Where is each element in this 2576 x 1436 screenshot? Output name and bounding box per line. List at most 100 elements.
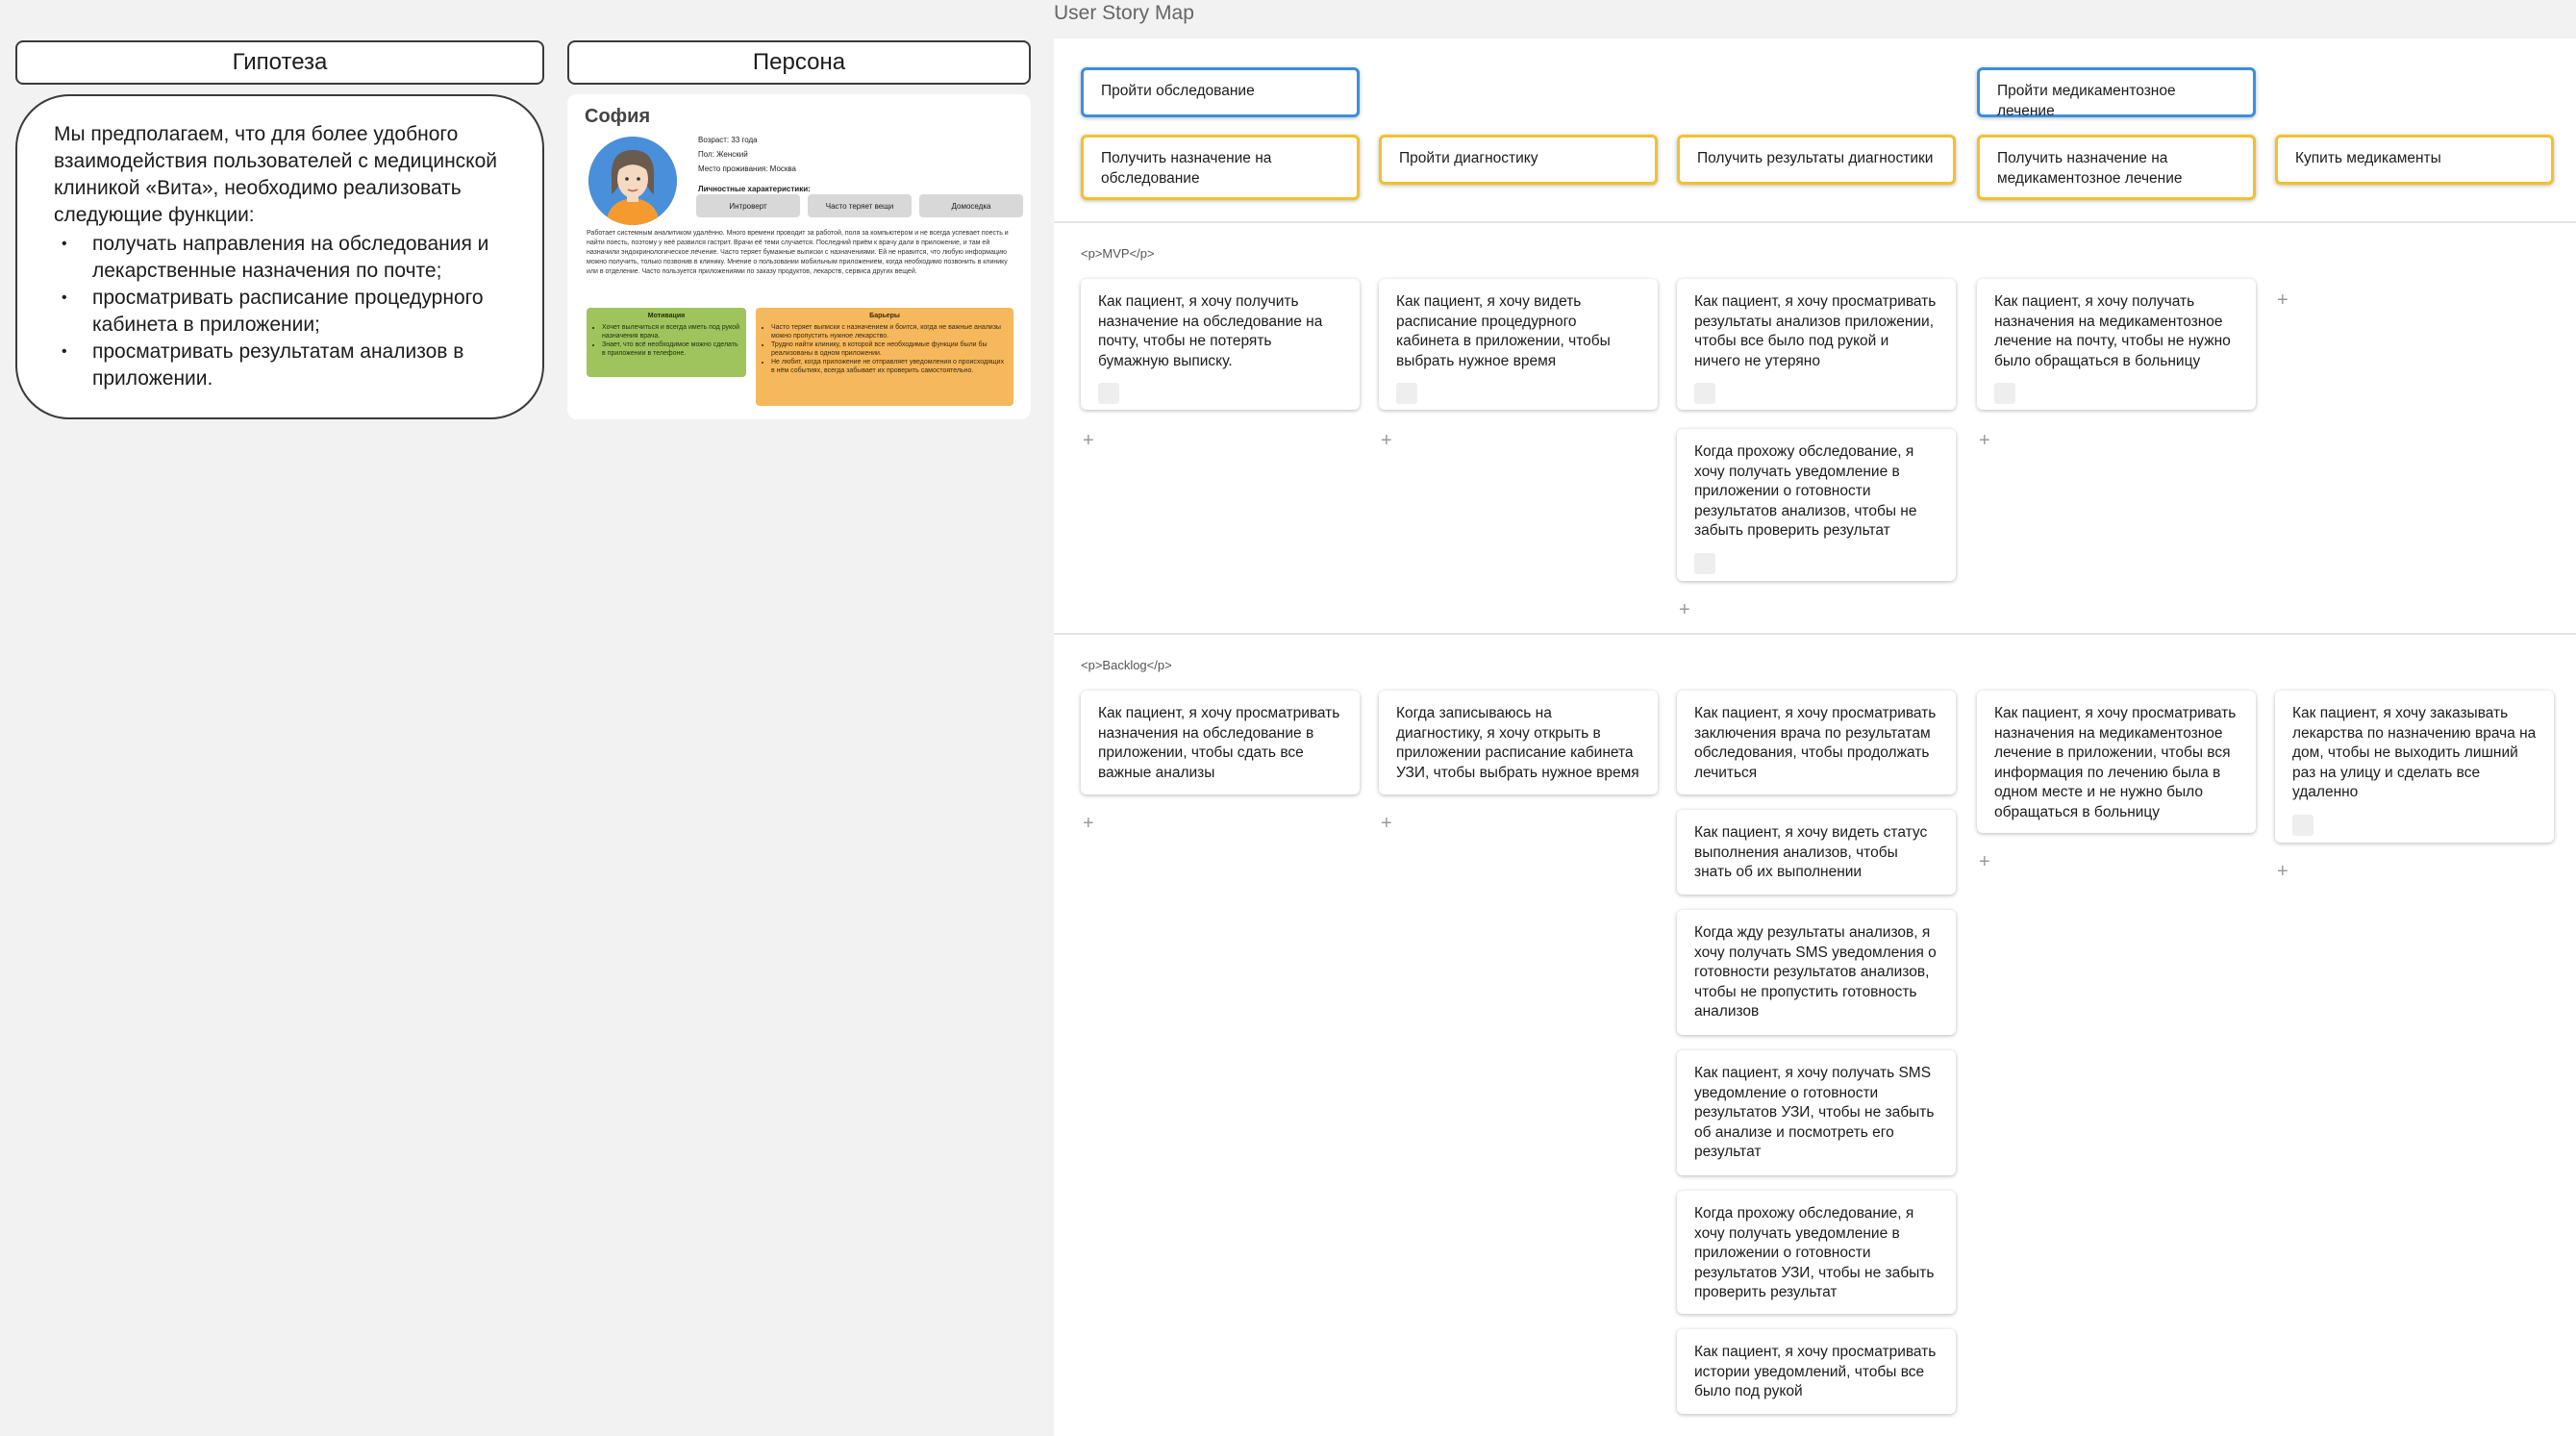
step-card[interactable]: Пройти диагностику: [1379, 135, 1658, 185]
step-card[interactable]: Получить результаты диагностики: [1677, 135, 1956, 185]
hypothesis-header[interactable]: Гипотеза: [15, 40, 544, 85]
story-map-canvas[interactable]: Пройти обследование Пройти медикаментозн…: [1054, 38, 2576, 1436]
hypothesis-list: получать направления на обследования и л…: [54, 231, 510, 392]
story-card[interactable]: Когда прохожу обследование, я хочу получ…: [1677, 1191, 1956, 1314]
persona-header[interactable]: Персона: [567, 40, 1031, 85]
step-card[interactable]: Купить медикаменты: [2275, 135, 2554, 185]
story-card[interactable]: Когда прохожу обследование, я хочу получ…: [1677, 429, 1956, 581]
add-story-button[interactable]: +: [1083, 430, 1094, 451]
story-text: Как пациент, я хочу видеть статус выполн…: [1694, 824, 1928, 880]
persona-bio: Работает системным аналитиком удалённо. …: [587, 230, 1009, 275]
story-map-title: User Story Map: [1054, 2, 1194, 24]
mvp-label: <p>MVP</p>: [1081, 246, 1155, 261]
story-card[interactable]: Когда записываюсь на диагностику, я хочу…: [1379, 691, 1658, 794]
story-text: Как пациент, я хочу видеть расписание пр…: [1396, 293, 1611, 369]
story-text: Как пациент, я хочу просматривать истори…: [1694, 1344, 1937, 1399]
motivation-list: Хочет вылечиться и всегда иметь под руко…: [592, 323, 740, 358]
story-text: Когда записываюсь на диагностику, я хочу…: [1396, 705, 1639, 781]
story-card[interactable]: Как пациент, я хочу получать назначения …: [1977, 279, 2256, 410]
activity-card[interactable]: Пройти медикаментозное лечение: [1977, 67, 2256, 119]
persona-card[interactable]: София Возраст: 33 года Пол: Женский Мест…: [567, 94, 1031, 419]
story-text: Как пациент, я хочу просматривать назнач…: [1098, 705, 1340, 781]
add-story-button[interactable]: +: [1979, 430, 1990, 451]
story-placeholder: [1396, 383, 1417, 404]
story-text: Когда прохожу обследование, я хочу получ…: [1694, 1205, 1935, 1300]
hypothesis-item: просматривать результатам анализов в при…: [54, 339, 510, 392]
hypothesis-card[interactable]: Мы предполагаем, что для более удобного …: [15, 94, 544, 419]
story-card[interactable]: Как пациент, я хочу получать SMS уведомл…: [1677, 1050, 1956, 1175]
story-text: Как пациент, я хочу получать SMS уведомл…: [1694, 1065, 1935, 1160]
step-card[interactable]: Получить назначение на медикаментозное л…: [1977, 135, 2256, 200]
story-text: Когда жду результаты анализов, я хочу по…: [1694, 924, 1937, 1020]
add-story-button[interactable]: +: [1083, 813, 1094, 834]
activity-label: Пройти обследование: [1101, 83, 1255, 99]
add-story-button[interactable]: +: [1979, 851, 1990, 872]
story-text: Как пациент, я хочу получить назначение …: [1098, 293, 1323, 369]
backlog-label: <p>Backlog</p>: [1081, 658, 1172, 672]
story-placeholder: [1694, 383, 1715, 404]
persona-title: Персона: [752, 49, 846, 75]
activity-card[interactable]: Пройти обследование: [1081, 67, 1360, 117]
story-card[interactable]: Как пациент, я хочу просматривать резуль…: [1677, 279, 1956, 410]
hypothesis-item: просматривать расписание процедурного ка…: [54, 285, 510, 339]
persona-info: Возраст: 33 года Пол: Женский Место прож…: [698, 133, 811, 196]
motivation-title: Мотивация: [647, 313, 686, 319]
story-placeholder: [1994, 383, 2015, 404]
persona-avatar: [588, 137, 677, 225]
story-placeholder: [2292, 814, 2313, 836]
story-card[interactable]: Как пациент, я хочу видеть статус выполн…: [1677, 810, 1956, 894]
persona-barriers: Барьеры Часто теряет выписки с назначени…: [756, 308, 1013, 406]
persona-name: София: [585, 106, 651, 127]
story-card[interactable]: Как пациент, я хочу получить назначение …: [1081, 279, 1360, 410]
trait-chip: Часто теряет вещи: [808, 194, 912, 217]
barrier-item: Часто теряет выписки с назначением и бои…: [771, 323, 1008, 340]
story-card[interactable]: Как пациент, я хочу просматривать назнач…: [1977, 691, 2256, 833]
story-card[interactable]: Как пациент, я хочу просматривать заключ…: [1677, 691, 1956, 794]
trait-chip: Домоседка: [919, 194, 1023, 217]
hypothesis-intro: Мы предполагаем, что для более удобного …: [54, 123, 498, 226]
add-story-button[interactable]: +: [1381, 813, 1392, 834]
activity-label: Пройти медикаментозное лечение: [1997, 83, 2176, 119]
story-text: Как пациент, я хочу просматривать резуль…: [1694, 293, 1937, 369]
woman-portrait-icon: [588, 137, 677, 225]
barrier-item: Не любит, когда приложение не отправляет…: [771, 358, 1008, 375]
step-label: Пройти диагностику: [1399, 150, 1538, 166]
barrier-item: Трудно найти клинику, в которой все необ…: [771, 340, 1008, 358]
persona-age: Возраст: 33 года: [698, 136, 758, 144]
persona-location: Место проживания: Москва: [698, 164, 796, 173]
persona-motivation: Мотивация Хочет вылечиться и всегда имет…: [587, 308, 746, 377]
step-label: Купить медикаменты: [2295, 150, 2441, 166]
story-card[interactable]: Когда жду результаты анализов, я хочу по…: [1677, 910, 1956, 1035]
step-label: Получить назначение на обследование: [1101, 150, 1272, 187]
motivation-item: Хочет вылечиться и всегда иметь под руко…: [602, 323, 740, 340]
persona-gender: Пол: Женский: [698, 150, 748, 159]
story-placeholder: [1694, 552, 1715, 574]
story-card[interactable]: Как пациент, я хочу просматривать назнач…: [1081, 691, 1360, 794]
story-text: Как пациент, я хочу просматривать назнач…: [1994, 705, 2237, 820]
motivation-item: Знает, что всё необходимое можно сделать…: [602, 340, 740, 358]
section-divider: [1054, 633, 2576, 635]
story-text: Как пациент, я хочу просматривать заключ…: [1694, 705, 1937, 781]
add-story-button[interactable]: +: [1679, 599, 1690, 620]
add-story-button[interactable]: +: [1381, 430, 1392, 451]
step-card[interactable]: Получить назначение на обследование: [1081, 135, 1360, 200]
story-text: Как пациент, я хочу заказывать лекарства…: [2292, 705, 2537, 800]
barriers-list: Часто теряет выписки с назначением и бои…: [762, 323, 1008, 375]
trait-chip: Интроверт: [696, 194, 800, 217]
story-text: Как пациент, я хочу получать назначения …: [1994, 293, 2231, 369]
story-placeholder: [1098, 383, 1119, 404]
barriers-title: Барьеры: [869, 313, 900, 319]
story-text: Когда прохожу обследование, я хочу получ…: [1694, 443, 1917, 539]
step-label: Получить назначение на медикаментозное л…: [1997, 150, 2183, 187]
hypothesis-item: получать направления на обследования и л…: [54, 231, 510, 285]
add-story-button[interactable]: +: [2277, 861, 2288, 882]
step-label: Получить результаты диагностики: [1697, 150, 1934, 166]
story-card[interactable]: Как пациент, я хочу заказывать лекарства…: [2275, 691, 2554, 843]
story-card[interactable]: Как пациент, я хочу просматривать истори…: [1677, 1329, 1956, 1414]
hypothesis-title: Гипотеза: [232, 49, 328, 75]
story-card[interactable]: Как пациент, я хочу видеть расписание пр…: [1379, 279, 1658, 410]
add-story-button[interactable]: +: [2277, 290, 2288, 311]
persona-traits: Интроверт Часто теряет вещи Домоседка: [696, 194, 1023, 217]
persona-traits-label: Личностные характеристики:: [698, 185, 811, 193]
section-divider: [1054, 221, 2576, 223]
